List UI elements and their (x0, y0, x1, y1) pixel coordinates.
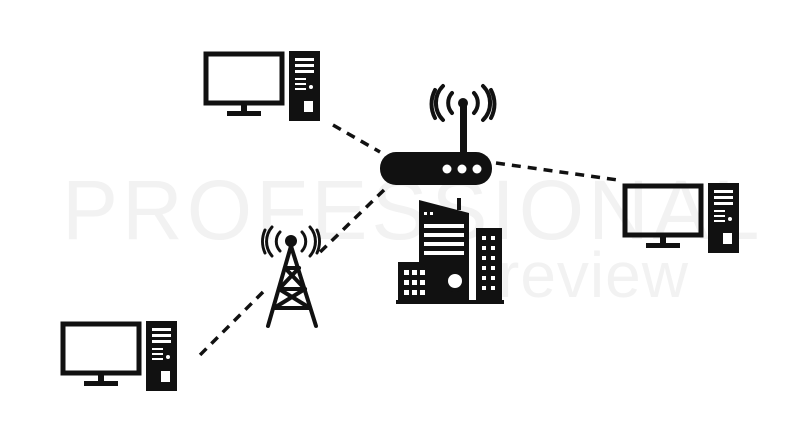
desktop-computer-icon (625, 183, 739, 253)
radio-tower-icon (261, 225, 321, 328)
link-lines (195, 123, 619, 360)
link-router-to-top-left-computer (332, 123, 381, 154)
link-router-to-right-computer (495, 161, 619, 182)
desktop-computer-icon (63, 321, 177, 391)
office-buildings-icon (396, 198, 504, 304)
desktop-computer-icon (206, 51, 320, 121)
link-tower-to-bottom-left-computer (195, 290, 265, 360)
wifi-router-icon (380, 84, 497, 185)
link-router-to-tower (314, 188, 386, 258)
